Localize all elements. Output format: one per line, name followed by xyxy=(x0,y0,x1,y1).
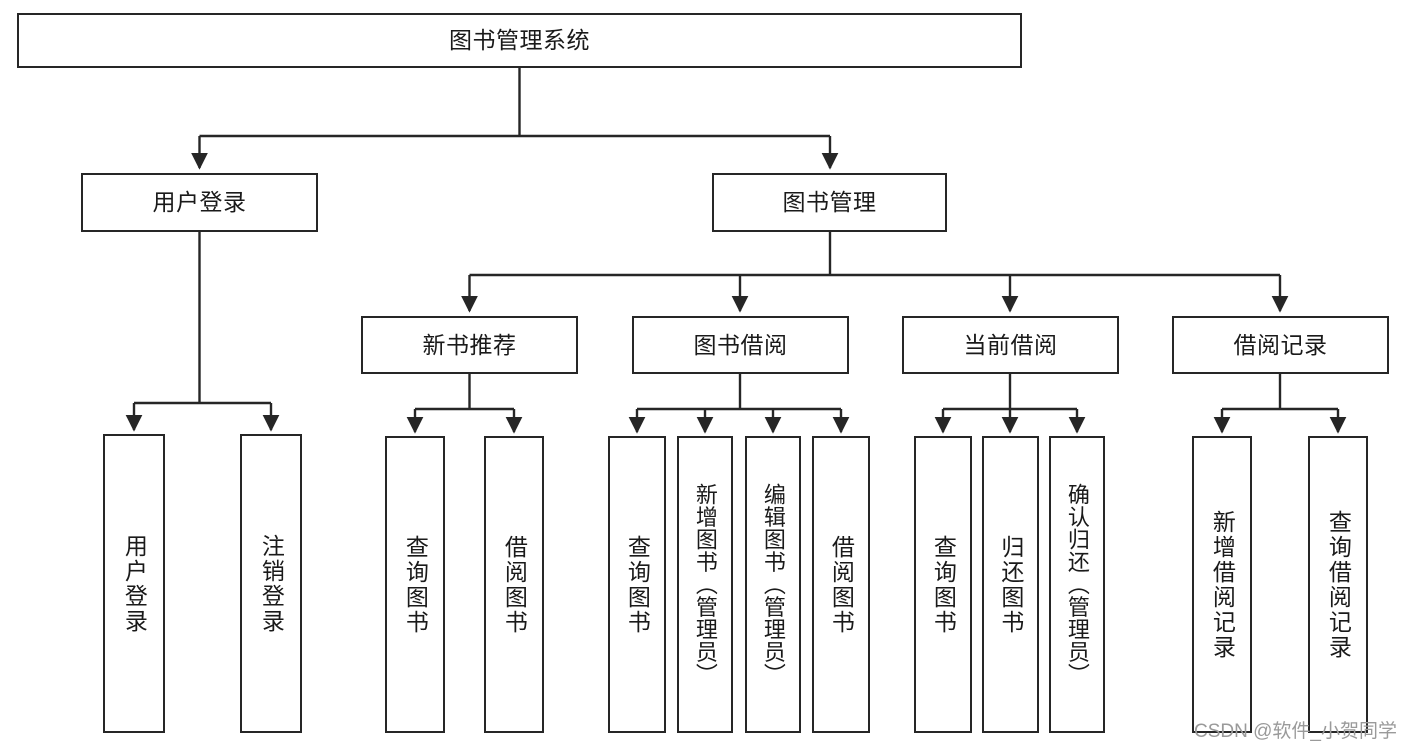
node-label: 新书推荐 xyxy=(422,331,517,358)
node-leaf-query-book-current[interactable]: 查询图书 xyxy=(914,436,972,733)
node-leaf-query-book-borrow[interactable]: 查询图书 xyxy=(608,436,666,733)
node-label: 借阅图书 xyxy=(828,534,855,635)
csdn-watermark: CSDN @软件_小贺同学 xyxy=(1194,721,1397,742)
node-user-login[interactable]: 用户登录 xyxy=(81,173,318,232)
node-leaf-borrow-book[interactable]: 借阅图书 xyxy=(812,436,870,733)
node-label: 当前借阅 xyxy=(963,331,1058,358)
node-root-book-management-system[interactable]: 图书管理系统 xyxy=(17,13,1022,68)
node-new-book-recommend[interactable]: 新书推荐 xyxy=(361,316,578,374)
node-leaf-add-book-admin[interactable]: 新增图书（管理员） xyxy=(677,436,733,733)
node-label: 新增借阅记录 xyxy=(1209,509,1236,660)
node-leaf-return-book[interactable]: 归还图书 xyxy=(982,436,1039,733)
node-label: 归还图书 xyxy=(997,534,1024,635)
node-leaf-query-borrow-record[interactable]: 查询借阅记录 xyxy=(1308,436,1368,733)
node-label: 编辑图书（管理员） xyxy=(760,483,786,686)
node-label: 新增图书（管理员） xyxy=(692,483,718,686)
node-label: 查询图书 xyxy=(624,534,651,635)
node-label: 查询图书 xyxy=(402,534,429,635)
node-leaf-query-book-recommend[interactable]: 查询图书 xyxy=(385,436,445,733)
node-label: 用户登录 xyxy=(152,189,247,216)
node-borrow-record[interactable]: 借阅记录 xyxy=(1172,316,1389,374)
node-label: 确认归还（管理员） xyxy=(1064,483,1090,686)
node-leaf-borrow-book-recommend[interactable]: 借阅图书 xyxy=(484,436,544,733)
node-leaf-logout-login[interactable]: 注销登录 xyxy=(240,434,302,733)
node-label: 查询图书 xyxy=(930,534,957,635)
node-label: 图书管理系统 xyxy=(449,27,590,54)
node-leaf-add-borrow-record[interactable]: 新增借阅记录 xyxy=(1192,436,1252,733)
node-leaf-confirm-return-admin[interactable]: 确认归还（管理员） xyxy=(1049,436,1105,733)
node-leaf-user-login[interactable]: 用户登录 xyxy=(103,434,165,733)
node-book-management[interactable]: 图书管理 xyxy=(712,173,947,232)
node-label: 图书借阅 xyxy=(693,331,788,358)
node-label: 查询借阅记录 xyxy=(1325,509,1352,660)
node-label: 注销登录 xyxy=(258,533,285,634)
node-leaf-edit-book-admin[interactable]: 编辑图书（管理员） xyxy=(745,436,801,733)
node-current-borrow[interactable]: 当前借阅 xyxy=(902,316,1119,374)
node-label: 用户登录 xyxy=(121,533,148,634)
node-label: 借阅记录 xyxy=(1233,331,1328,358)
node-book-borrow[interactable]: 图书借阅 xyxy=(632,316,849,374)
node-label: 借阅图书 xyxy=(501,534,528,635)
node-label: 图书管理 xyxy=(782,189,877,216)
